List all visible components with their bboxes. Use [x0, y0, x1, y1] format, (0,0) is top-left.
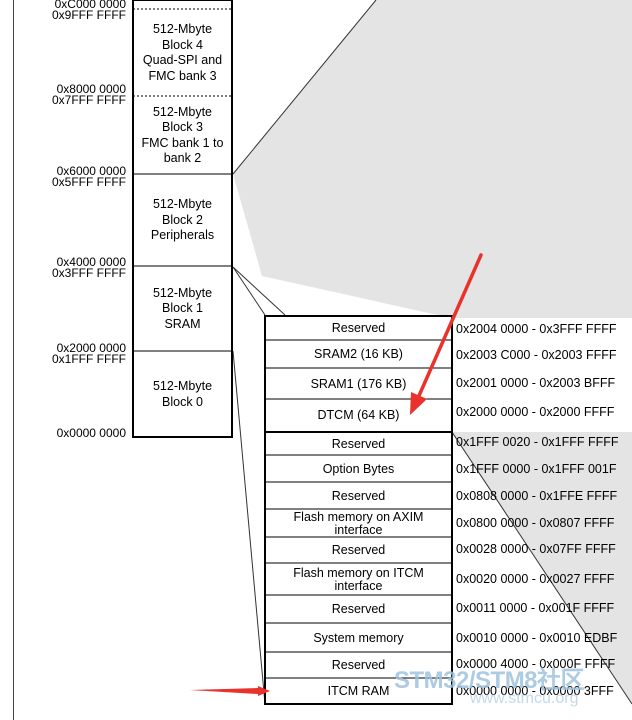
- region-address-range: 0x0010 0000 - 0x0010 EDBF: [456, 630, 618, 645]
- arrow-to-itcm-ram: [190, 686, 270, 696]
- region-address-range: 0x2003 C000 - 0x2003 FFFF: [456, 347, 617, 362]
- region-cell-system-memory: System memory: [313, 630, 404, 645]
- region-cell-option-bytes: Option Bytes: [322, 461, 395, 476]
- memory-block-label: 512-Mbyte Block 0: [152, 379, 213, 409]
- memory-block-label: 512-Mbyte Block 2 Peripherals: [150, 197, 215, 243]
- region-address-range: 0x0020 0000 - 0x0027 FFFF: [456, 571, 615, 586]
- region-address-range: 0x2001 0000 - 0x2003 BFFF: [456, 375, 616, 390]
- region-cell-reserved: Reserved: [331, 658, 386, 672]
- region-cell-reserved: Reserved: [331, 543, 386, 557]
- page-left-edge: [13, 0, 14, 720]
- region-address-range: 0x1FFF 0020 - 0x1FFF FFFF: [456, 435, 619, 449]
- memory-block-3: 512-Mbyte Block 3 FMC bank 1 to bank 2: [133, 97, 232, 174]
- region-address-range: 0x0800 0000 - 0x0807 FFFF: [456, 515, 615, 530]
- connector-line-diagonal: [451, 431, 632, 705]
- region-cell-flash-itcm: Flash memory on ITCM interface: [293, 565, 424, 593]
- region-cell-sram2: SRAM2 (16 KB): [314, 347, 403, 361]
- region-row-dividers: [265, 339, 452, 679]
- connector-line-block0: [232, 350, 266, 705]
- region-address-range: 0x2004 0000 - 0x3FFF FFFF: [456, 321, 617, 336]
- connector-line-top: [232, 0, 377, 175]
- region-cell-reserved: Reserved: [331, 321, 386, 335]
- region-cell-reserved: Reserved: [331, 436, 386, 451]
- region-address-range: 0x0000 0000 - 0x0000 3FFF: [456, 684, 614, 698]
- memory-block-2: 512-Mbyte Block 2 Peripherals: [133, 175, 232, 266]
- memory-block-label: 512-Mbyte Block 4 Quad-SPI and FMC bank …: [142, 22, 223, 83]
- memory-block-0: 512-Mbyte Block 0: [133, 352, 232, 437]
- memory-block-4: 512-Mbyte Block 4 Quad-SPI and FMC bank …: [133, 10, 232, 96]
- block-column-frame: [132, 0, 233, 438]
- region-cell-dtcm: DTCM (64 KB): [317, 408, 400, 422]
- arrow-to-dtcm: [410, 253, 483, 415]
- watermark-url: www.stmcu.org: [470, 690, 579, 707]
- region-cell-reserved: Reserved: [331, 488, 386, 503]
- connector-line-sram-a: [232, 266, 286, 316]
- region-cell-reserved: Reserved: [331, 602, 386, 616]
- region-address-range: 0x0011 0000 - 0x001F FFFF: [456, 601, 615, 615]
- watermark-logo: STM32/STM8社区: [394, 667, 585, 694]
- address-label-0000: 0x0000 0000: [56, 426, 126, 440]
- region-address-range: 0x2000 0000 - 0x2000 FFFF: [456, 404, 615, 419]
- memory-block-1: 512-Mbyte Block 1 SRAM: [133, 267, 232, 351]
- memory-block-label: 512-Mbyte Block 1 SRAM: [152, 285, 213, 331]
- region-column-frame: [264, 315, 453, 705]
- connector-line-sram-b: [232, 266, 266, 316]
- region-address-range: 0x0028 0000 - 0x07FF FFFF: [456, 541, 616, 556]
- region-address-range: 0x1FFF 0000 - 0x1FFF 001F: [456, 462, 617, 476]
- shade-region-upper: [233, 0, 632, 318]
- region-cell-sram1: SRAM1 (176 KB): [310, 376, 407, 391]
- region-cell-flash-axim: Flash memory on AXIM interface: [293, 509, 424, 537]
- region-address-range: 0x0000 4000 - 0x000F FFFF: [456, 657, 616, 671]
- memory-block-label: 512-Mbyte Block 3 FMC bank 1 to bank 2: [141, 104, 224, 166]
- region-address-range: 0x0808 0000 - 0x1FFE FFFF: [456, 489, 618, 503]
- region-cell-itcm-ram: ITCM RAM: [327, 683, 390, 698]
